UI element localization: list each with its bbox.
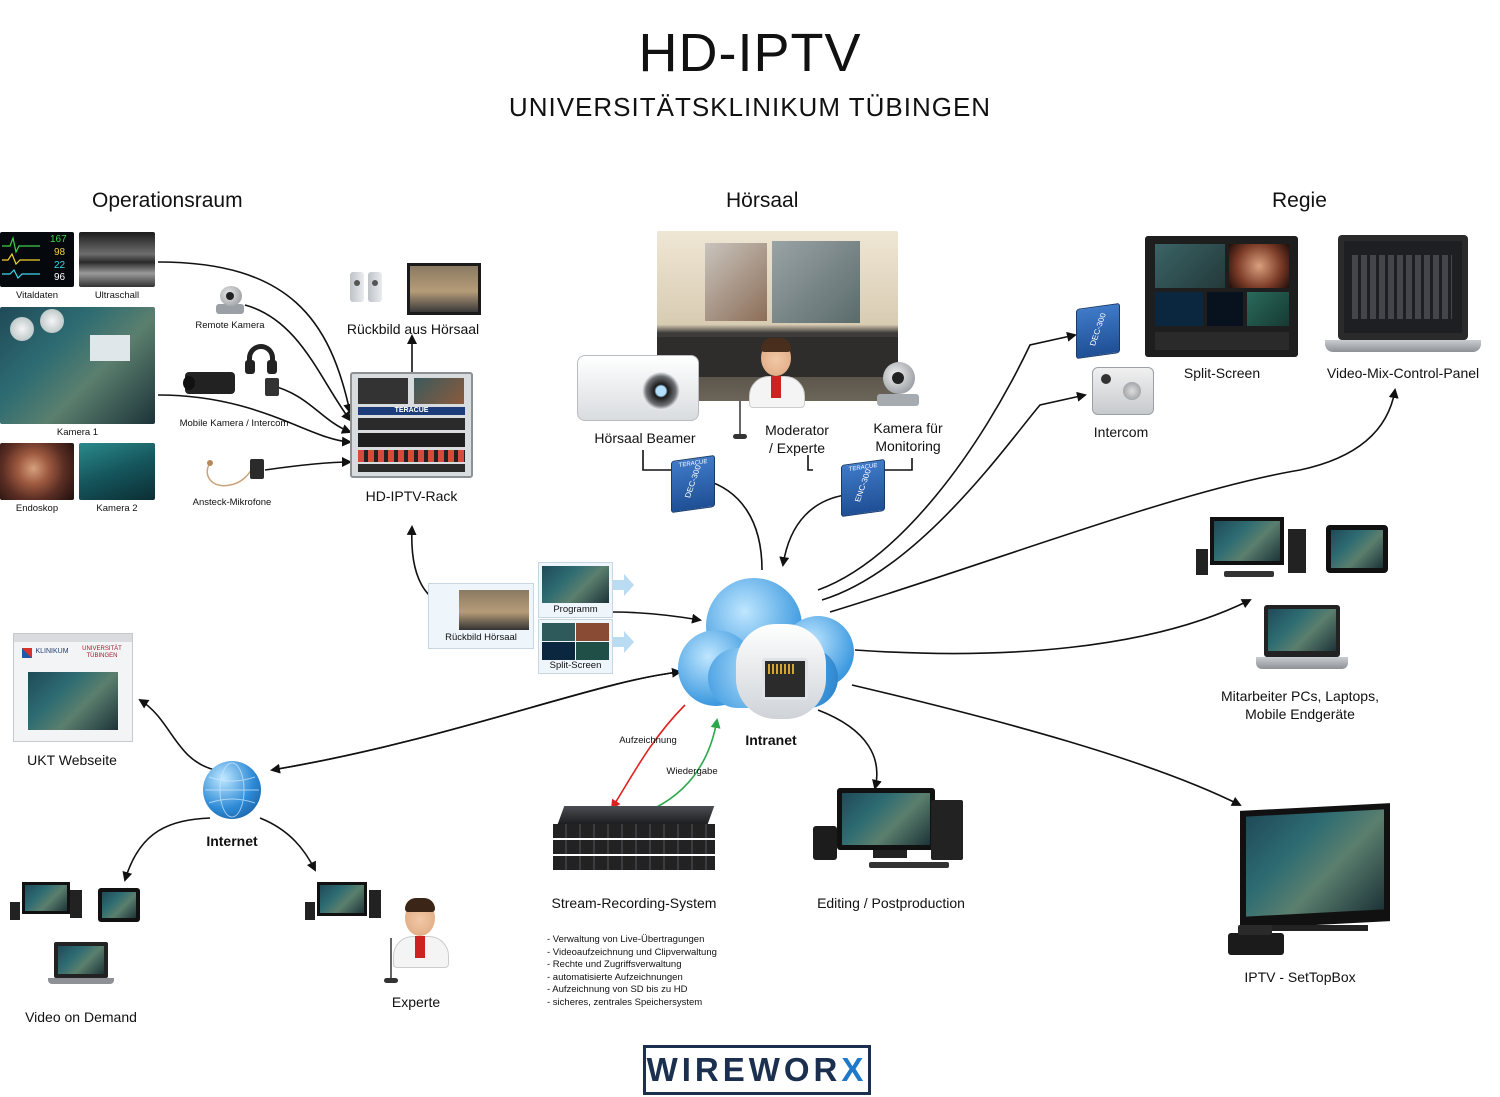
logo-main-text: WIREWOR xyxy=(646,1051,842,1088)
moderator-avatar xyxy=(733,338,815,439)
vitaldaten-label: Vitaldaten xyxy=(15,290,59,301)
kamera-monitoring-icon xyxy=(873,360,923,408)
video-on-demand-devices xyxy=(10,882,140,992)
enc-300-hoersaal: TERACUE ENC-300 xyxy=(841,458,885,518)
rueckbild-monitor xyxy=(407,263,481,315)
video-on-demand-label: Video on Demand xyxy=(25,1009,137,1025)
section-title-regie: Regie xyxy=(1272,189,1327,212)
editing-label: Editing / Postproduction xyxy=(817,895,965,911)
internet-globe-icon xyxy=(203,761,261,819)
split-screen-monitor xyxy=(1145,236,1298,357)
feature-item: - Verwaltung von Live-Übertragungen xyxy=(547,934,705,945)
mitarbeiter-devices xyxy=(1196,515,1392,680)
rueckbild-label: Rückbild aus Hörsaal xyxy=(346,321,480,337)
experte-avatar xyxy=(305,880,455,988)
vital-value-4: 96 xyxy=(54,272,66,283)
kamera-monitoring-label: Kamera für Monitoring xyxy=(873,420,943,454)
vitaldaten-image: 167 98 22 96 xyxy=(0,232,74,287)
page-title: HD-IPTV xyxy=(638,23,862,83)
feature-item: - Rechte und Zugriffsverwaltung xyxy=(547,959,682,970)
wiedergabe-label: Wiedergabe xyxy=(666,766,718,777)
experte-label: Experte xyxy=(391,994,441,1010)
iptv-settopbox-icon xyxy=(1228,797,1393,962)
internet-label: Internet xyxy=(206,833,258,849)
kamera2-image xyxy=(79,443,155,500)
ukt-webseite-screenshot: KLINIKUM UNIVERSITÄT TÜBINGEN xyxy=(13,633,133,742)
dec-300-hoersaal: TERACUE DEC-300 xyxy=(671,454,715,514)
section-title-hoersaal: Hörsaal xyxy=(726,189,799,212)
rueckbild-hoersaal-panel: Rückbild Hörsaal xyxy=(428,583,534,649)
video-mix-label: Video-Mix-Control-Panel xyxy=(1326,365,1480,381)
recording-label: Stream-Recording-System xyxy=(551,895,717,911)
feature-item: - sicheres, zentrales Speichersystem xyxy=(547,996,703,1008)
rack-brand: TERACUE xyxy=(358,407,465,415)
ultraschall-image xyxy=(79,232,155,287)
dec-300-regie: DEC-300 xyxy=(1076,302,1120,360)
beamer-icon xyxy=(577,355,699,421)
center-split-screen-label: Split-Screen xyxy=(549,660,602,671)
iptv-label: IPTV - SetTopBox xyxy=(1244,969,1356,985)
logo-accent-text: X xyxy=(841,1051,868,1088)
vital-value-2: 98 xyxy=(54,247,66,258)
ukt-webseite-label: UKT Webseite xyxy=(27,752,117,768)
web-logo-right: UNIVERSITÄT TÜBINGEN xyxy=(82,646,122,659)
programm-panel: Programm xyxy=(538,562,613,618)
split-screen-label: Split-Screen xyxy=(1183,365,1261,381)
mobile-kamera-icon xyxy=(183,340,285,410)
split-screen-panel: Split-Screen xyxy=(538,619,613,674)
moderator-label: Moderator / Experte xyxy=(765,422,829,456)
intranet-cloud-icon xyxy=(678,568,858,728)
intranet-label: Intranet xyxy=(745,732,797,748)
recording-server-icon xyxy=(553,806,715,876)
aufzeichnung-label: Aufzeichnung xyxy=(619,735,677,746)
vital-value-1: 167 xyxy=(50,234,67,245)
remote-kamera-icon xyxy=(212,284,248,316)
feature-item: - Aufzeichnung von SD bis zu HD xyxy=(547,984,688,995)
mobile-kamera-label: Mobile Kamera / Intercom xyxy=(179,418,289,429)
kamera1-label: Kamera 1 xyxy=(56,427,99,438)
page-subtitle: UNIVERSITÄTSKLINIKUM TÜBINGEN xyxy=(508,92,992,122)
mitarbeiter-label: Mitarbeiter PCs, Laptops, Mobile Endgerä… xyxy=(1221,688,1379,722)
lautsprecher-icon xyxy=(340,262,390,308)
remote-kamera-label: Remote Kamera xyxy=(195,320,265,331)
endoskop-label: Endoskop xyxy=(15,503,59,514)
video-mix-laptop xyxy=(1325,235,1481,360)
endoskop-image xyxy=(0,443,74,500)
rueckbild-hoersaal-label: Rückbild Hörsaal xyxy=(445,632,517,643)
intercom-device xyxy=(1092,367,1154,415)
regie-dec-label: DEC-300 xyxy=(1088,312,1108,347)
feature-item: - Videoaufzeichnung und Clipverwaltung xyxy=(547,946,717,958)
rack-label: HD-IPTV-Rack xyxy=(365,488,458,504)
recording-features-list: - Verwaltung von Live-Übertragungen - Vi… xyxy=(547,934,717,1009)
hd-iptv-rack: TERACUE xyxy=(350,372,473,478)
section-title-operationsraum: Operationsraum xyxy=(92,189,243,212)
web-logo-left: KLINIKUM xyxy=(35,648,69,655)
editing-workstation-icon xyxy=(813,788,973,870)
programm-label: Programm xyxy=(553,604,598,615)
kamera1-image xyxy=(0,307,155,424)
vital-value-3: 22 xyxy=(54,260,66,271)
feature-item: - automatisierte Aufzeichnungen xyxy=(547,971,683,983)
ansteck-mikrofon-icon xyxy=(200,455,270,491)
intercom-label: Intercom xyxy=(1093,424,1149,440)
ansteck-mikrofone-label: Ansteck-Mikrofone xyxy=(192,497,272,508)
kamera2-label: Kamera 2 xyxy=(96,503,138,514)
beamer-label: Hörsaal Beamer xyxy=(594,430,696,446)
ultraschall-label: Ultraschall xyxy=(94,290,140,301)
